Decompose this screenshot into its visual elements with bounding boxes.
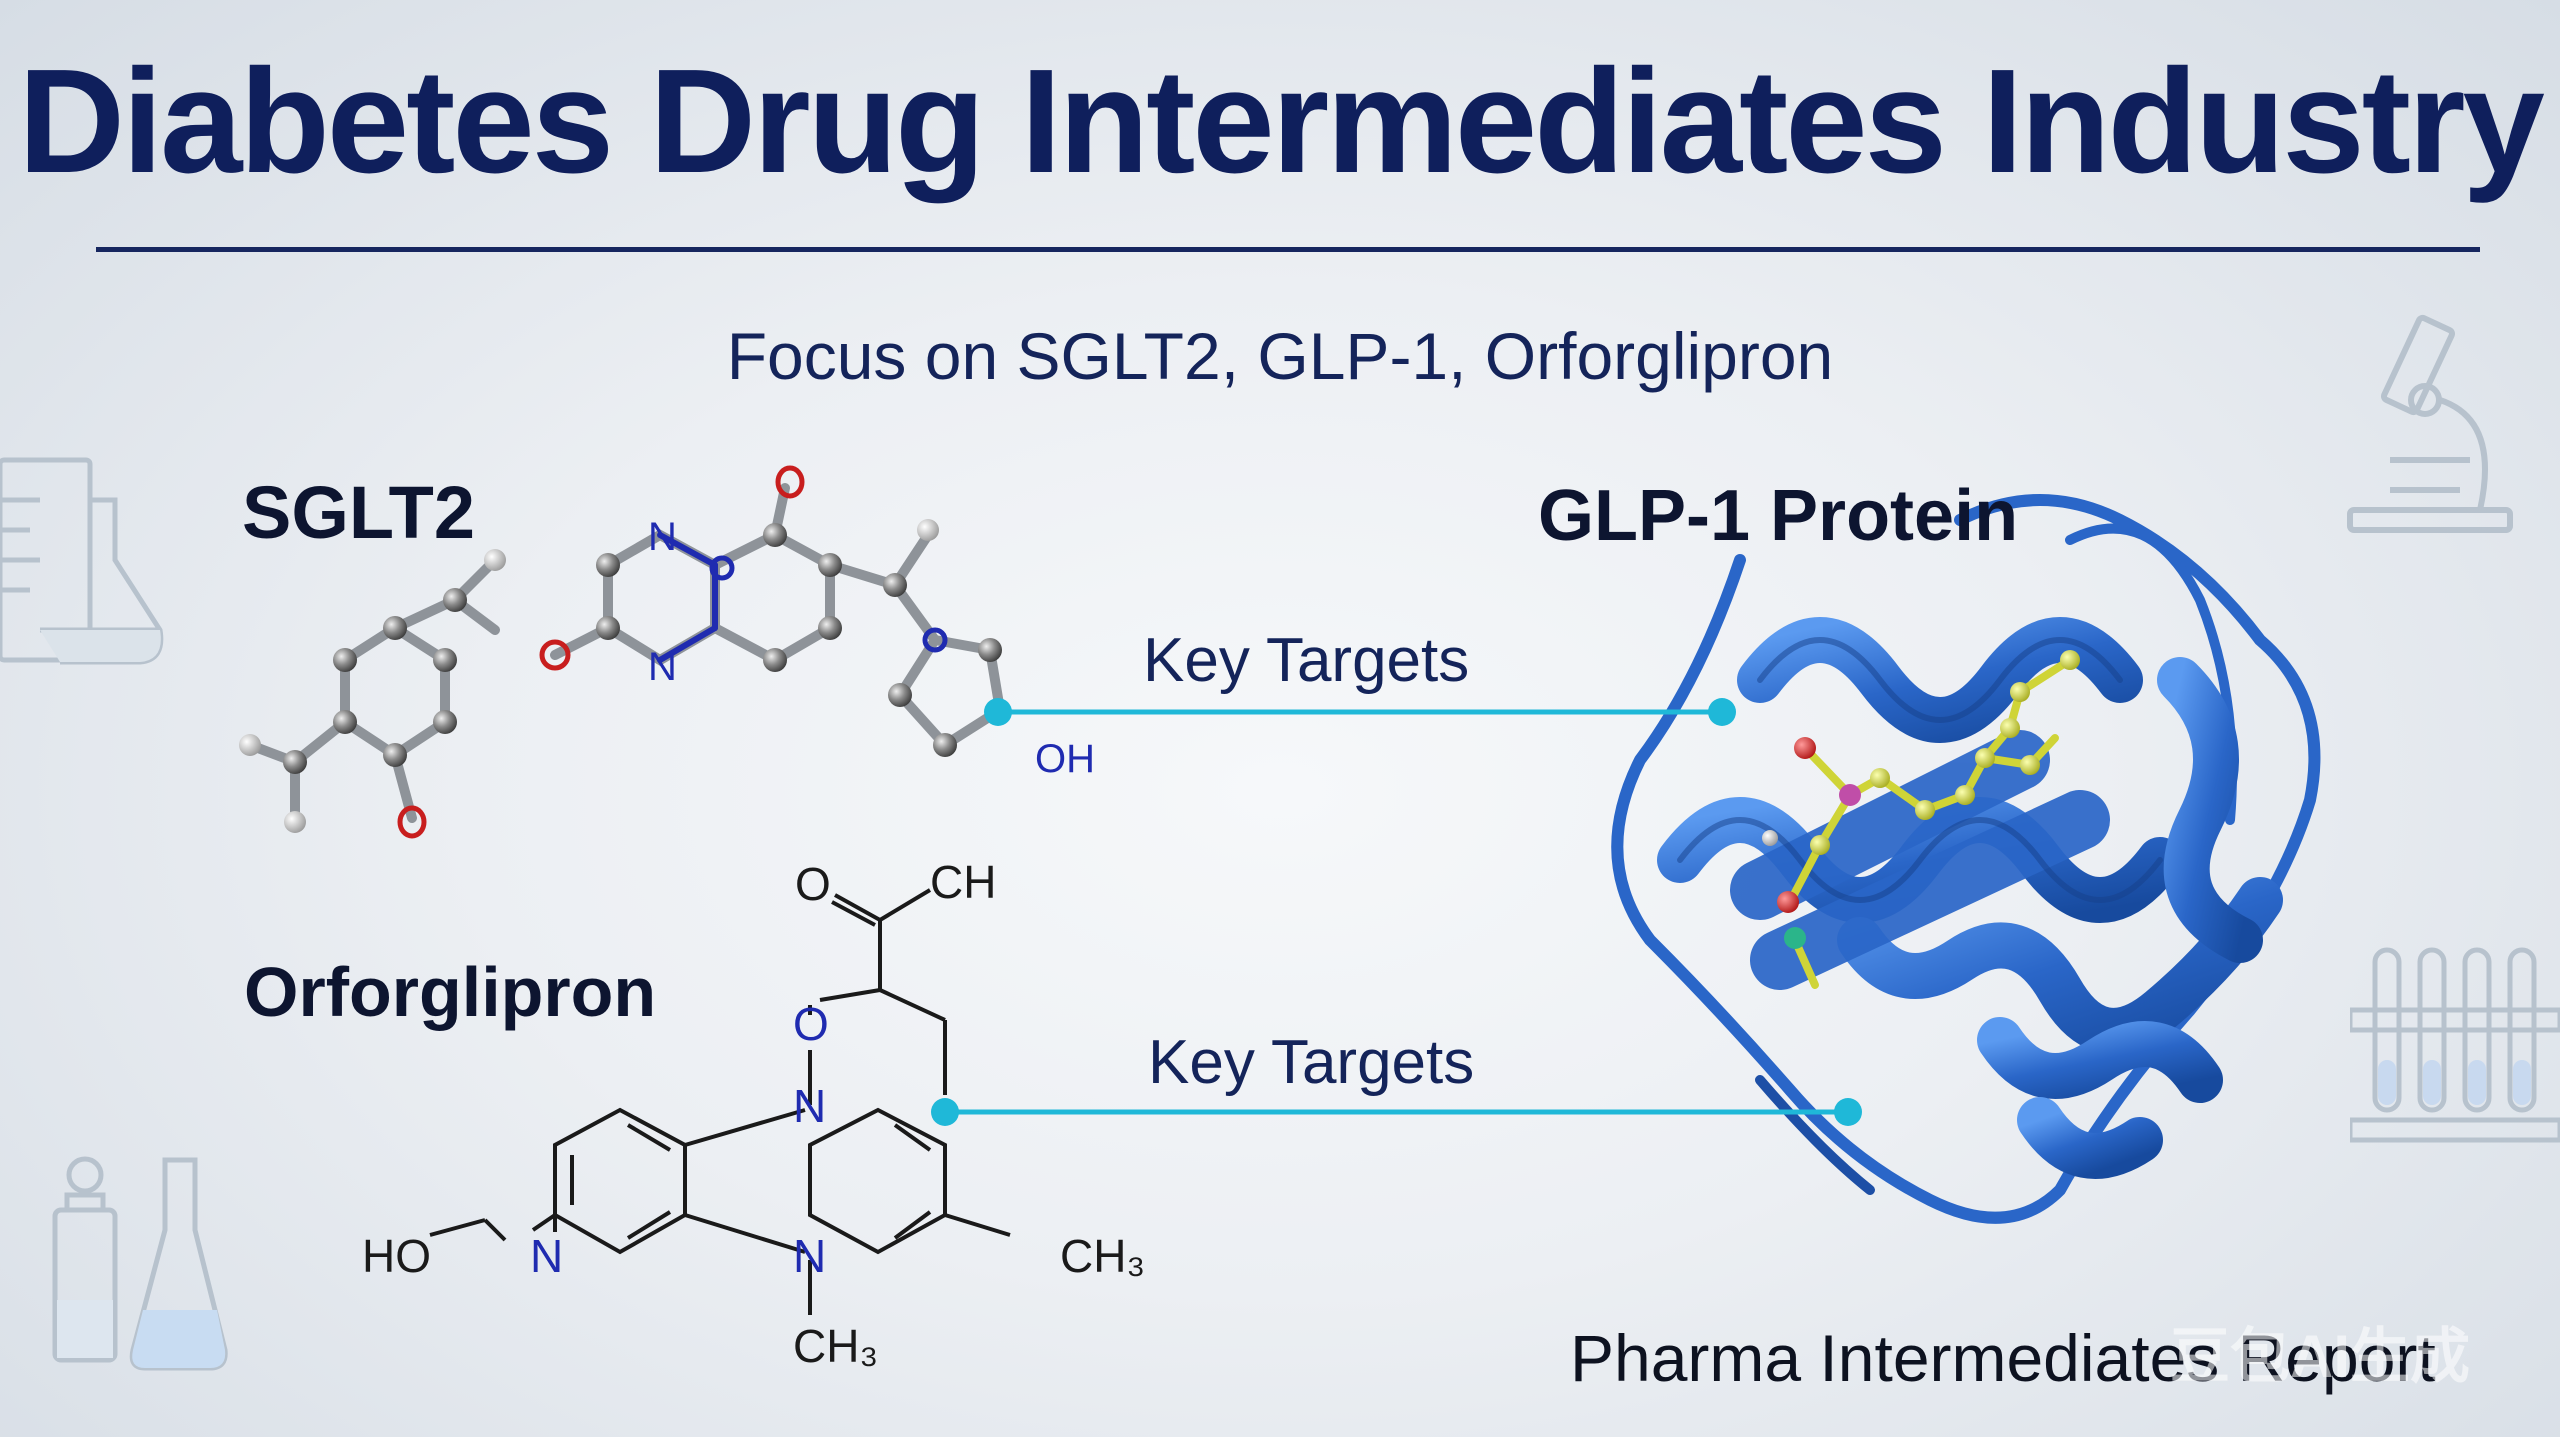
sglt2-label: SGLT2 — [242, 471, 475, 554]
orforglipron-structure — [429, 888, 1011, 1315]
orfo-atom-ho: HO — [362, 1230, 431, 1282]
sglt2-atom-n1: N — [648, 515, 677, 559]
orfo-atom-n-top: N — [793, 1080, 826, 1132]
sglt2-molecule — [239, 465, 1006, 839]
page-title: Diabetes Drug Intermediates Industry — [18, 39, 2545, 204]
orfo-atom-o-ring: O — [793, 998, 829, 1050]
sglt2-atom-n2: N — [648, 645, 677, 689]
test-tubes-icon — [2350, 947, 2560, 1143]
beaker-icon — [0, 457, 164, 665]
key-targets-top-label: Key Targets — [1143, 626, 1470, 695]
ai-watermark: 豆包AI生成 — [2170, 1323, 2470, 1390]
microscope-icon — [2347, 314, 2513, 533]
orfo-atom-ch3-right: CH₃ — [1060, 1230, 1145, 1282]
glp1-protein-label: GLP-1 Protein — [1538, 476, 2019, 556]
glp1-ligand — [1762, 650, 2080, 989]
orfo-atom-ch: CH — [930, 856, 996, 908]
orfo-atom-ch3-bottom: CH₃ — [793, 1320, 878, 1372]
orfo-atom-n-bottom: N — [793, 1230, 826, 1282]
title-divider — [96, 247, 2480, 252]
key-targets-bottom-label: Key Targets — [1148, 1028, 1475, 1097]
orforglipron-label: Orforglipron — [244, 953, 657, 1031]
orfo-atom-n-left: N — [530, 1230, 563, 1282]
flask-icon — [52, 1156, 228, 1371]
page-subtitle: Focus on SGLT2, GLP-1, Orforglipron — [726, 319, 1834, 393]
connector-dots — [931, 698, 1862, 1126]
connector-lines — [945, 709, 1848, 1115]
orfo-atom-o-carbonyl: O — [795, 858, 831, 910]
report-footer: Pharma Intermediates Report — [1570, 1321, 2436, 1395]
sglt2-atom-oh: OH — [1035, 737, 1095, 781]
